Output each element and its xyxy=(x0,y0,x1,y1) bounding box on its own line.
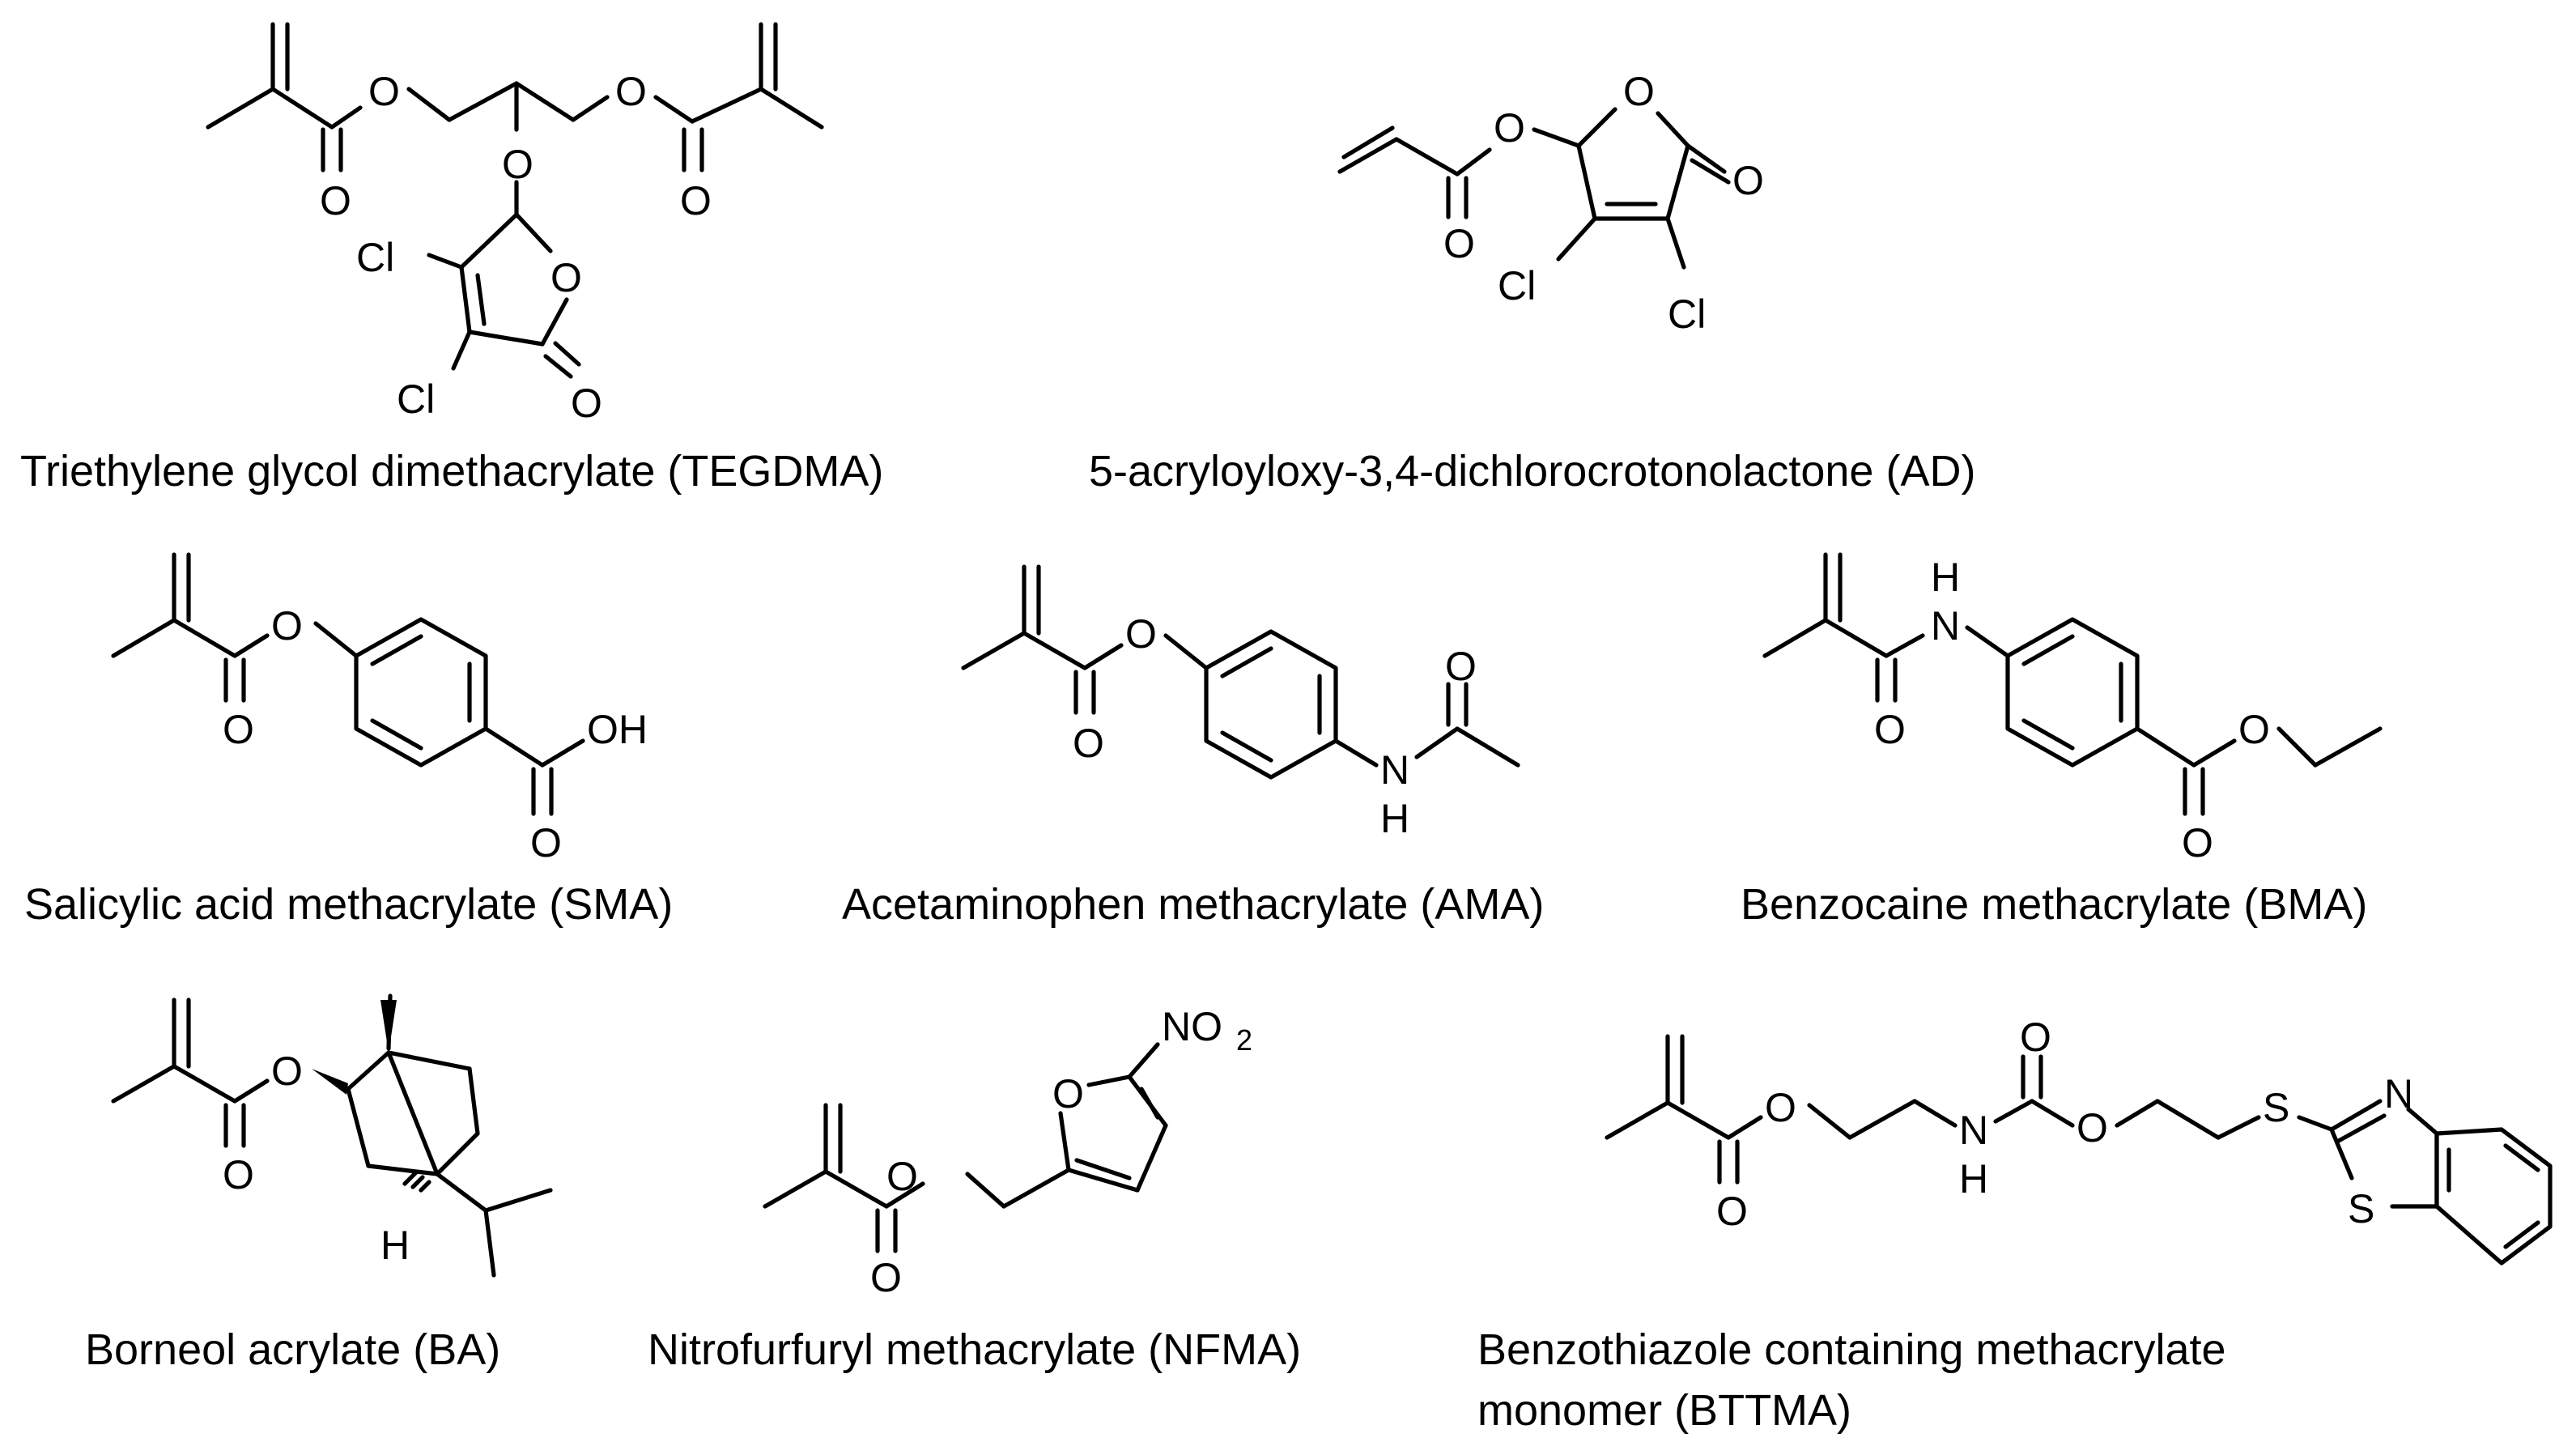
atom-o: O xyxy=(320,178,351,223)
bttma-structure: O O N H O O S N S xyxy=(1605,1015,2553,1265)
atom-o: O xyxy=(870,1255,902,1300)
atom-o: O xyxy=(680,178,712,223)
atom-o: O xyxy=(571,381,602,426)
nfma-structure: O O O NO 2 xyxy=(763,1004,1252,1300)
atom-o: O xyxy=(530,820,562,866)
atom-o: O xyxy=(223,1152,254,1197)
caption-sma: Salicylic acid methacrylate (SMA) xyxy=(24,880,673,929)
tegdma-structure: O O O O O O O Cl Cl xyxy=(206,22,824,426)
caption-bma: Benzocaine methacrylate (BMA) xyxy=(1741,880,2367,929)
caption-tegdma: Triethylene glycol dimethacrylate (TEGDM… xyxy=(20,447,883,496)
atom-o: O xyxy=(1765,1085,1796,1130)
atom-o: O xyxy=(1073,721,1104,766)
atom-o: O xyxy=(502,142,533,187)
atom-o: O xyxy=(886,1154,918,1199)
atom-o: O xyxy=(2182,820,2213,866)
caption-ad: 5-acryloyloxy-3,4-dichlorocrotonolactone… xyxy=(1089,447,1975,496)
atom-cl: Cl xyxy=(356,235,394,280)
caption-nfma: Nitrofurfuryl methacrylate (NFMA) xyxy=(648,1325,1301,1374)
atom-o: O xyxy=(271,1049,303,1094)
atom-cl: Cl xyxy=(1498,263,1536,308)
atom-s: S xyxy=(2263,1085,2289,1130)
ama-structure: O O N H O xyxy=(961,564,1520,841)
atom-n: N xyxy=(2384,1071,2413,1117)
atom-h: H xyxy=(1380,796,1409,841)
bma-structure: N H O O O xyxy=(1762,552,2383,866)
ba-structure: O O H xyxy=(111,993,553,1278)
atom-h: H xyxy=(1931,555,1960,600)
caption-bttma-line1: Benzothiazole containing methacrylate xyxy=(1477,1325,2226,1374)
atom-o: O xyxy=(223,707,254,752)
atom-s: S xyxy=(2348,1186,2374,1231)
atom-cl: Cl xyxy=(1668,291,1706,337)
caption-ba: Borneol acrylate (BA) xyxy=(85,1325,500,1374)
atom-o: O xyxy=(1732,158,1764,203)
caption-ama: Acetaminophen methacrylate (AMA) xyxy=(842,880,1544,929)
atom-oh: OH xyxy=(587,707,648,752)
subscript-2: 2 xyxy=(1236,1023,1252,1057)
atom-h: H xyxy=(1959,1156,1988,1202)
atom-no: NO xyxy=(1162,1004,1222,1049)
atom-o: O xyxy=(1125,611,1157,657)
caption-bttma-line2: monomer (BTTMA) xyxy=(1477,1386,1851,1435)
atom-o: O xyxy=(1445,644,1477,689)
atom-h: H xyxy=(380,1223,410,1268)
sma-structure: O O OH O xyxy=(111,552,648,866)
atom-o: O xyxy=(368,69,400,114)
atom-n: N xyxy=(1931,603,1960,649)
atom-n: N xyxy=(1959,1108,1988,1153)
atom-cl: Cl xyxy=(397,376,435,422)
atom-n: N xyxy=(1380,747,1409,793)
atom-o: O xyxy=(2020,1015,2051,1060)
atom-o: O xyxy=(1874,707,1906,752)
atom-o: O xyxy=(1494,105,1525,151)
atom-o: O xyxy=(550,255,582,300)
atom-o: O xyxy=(1623,69,1655,114)
atom-o: O xyxy=(615,69,647,114)
atom-o: O xyxy=(1716,1189,1748,1234)
atom-o: O xyxy=(2238,707,2270,752)
atom-o: O xyxy=(1052,1071,1084,1117)
atom-o: O xyxy=(271,603,303,649)
atom-o: O xyxy=(2077,1105,2108,1151)
ad-structure: O O O O Cl Cl xyxy=(1337,69,1764,337)
atom-o: O xyxy=(1443,221,1475,266)
